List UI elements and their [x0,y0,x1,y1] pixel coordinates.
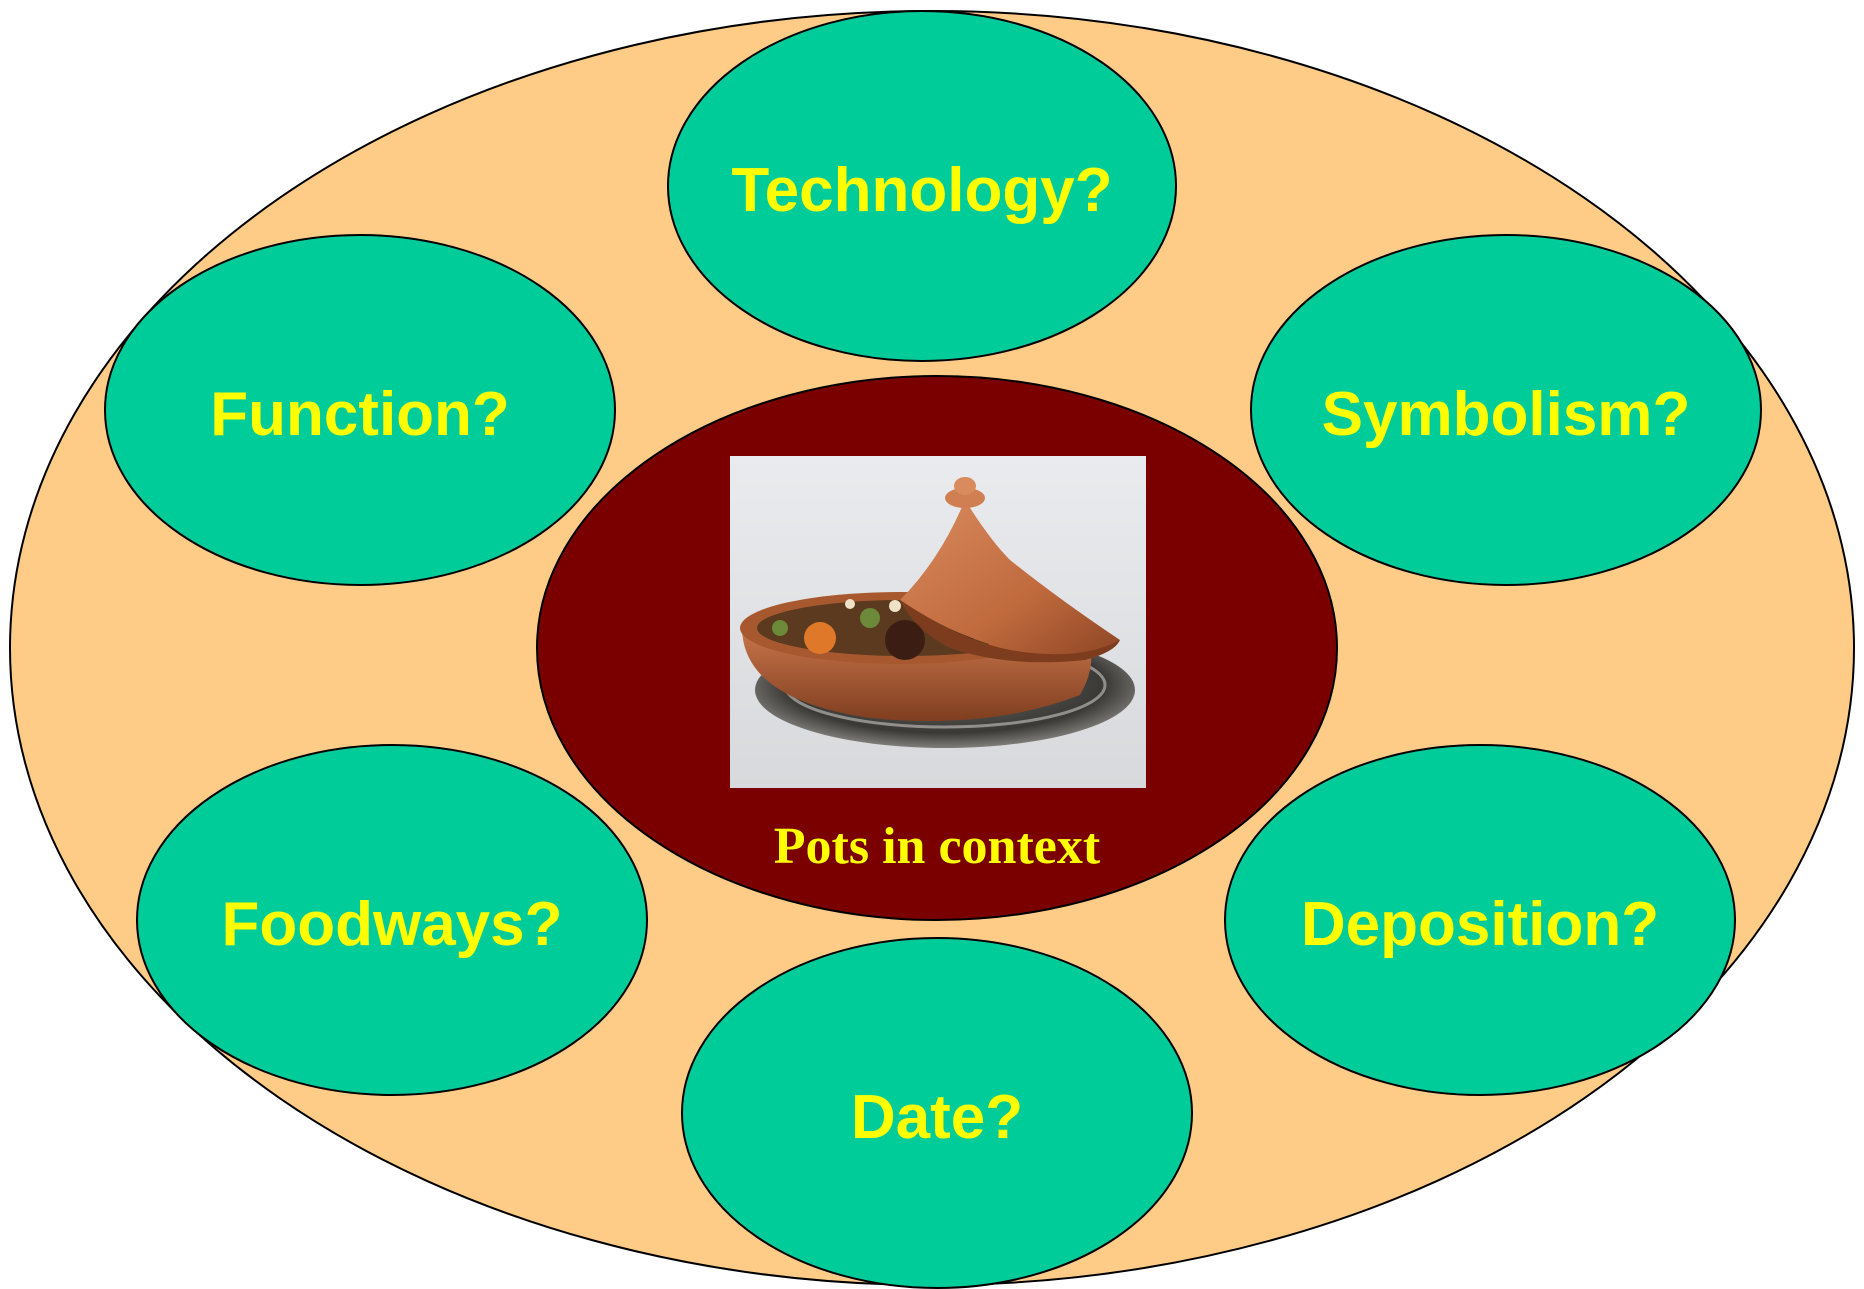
node-technology: Technology? [667,10,1177,362]
node-technology-label: Technology? [731,156,1112,225]
center-caption: Pots in context [774,818,1101,875]
node-date: Date? [681,937,1193,1289]
node-deposition: Deposition? [1224,744,1736,1096]
tagine-photo [730,456,1146,788]
node-function: Function? [104,234,616,586]
node-foodways-label: Foodways? [221,890,562,959]
node-deposition-label: Deposition? [1301,890,1659,959]
node-foodways: Foodways? [136,744,648,1096]
node-symbolism-label: Symbolism? [1322,380,1691,449]
lid-shape [900,500,1120,656]
node-symbolism: Symbolism? [1250,234,1762,586]
node-function-label: Function? [210,380,510,449]
node-date-label: Date? [851,1083,1023,1152]
